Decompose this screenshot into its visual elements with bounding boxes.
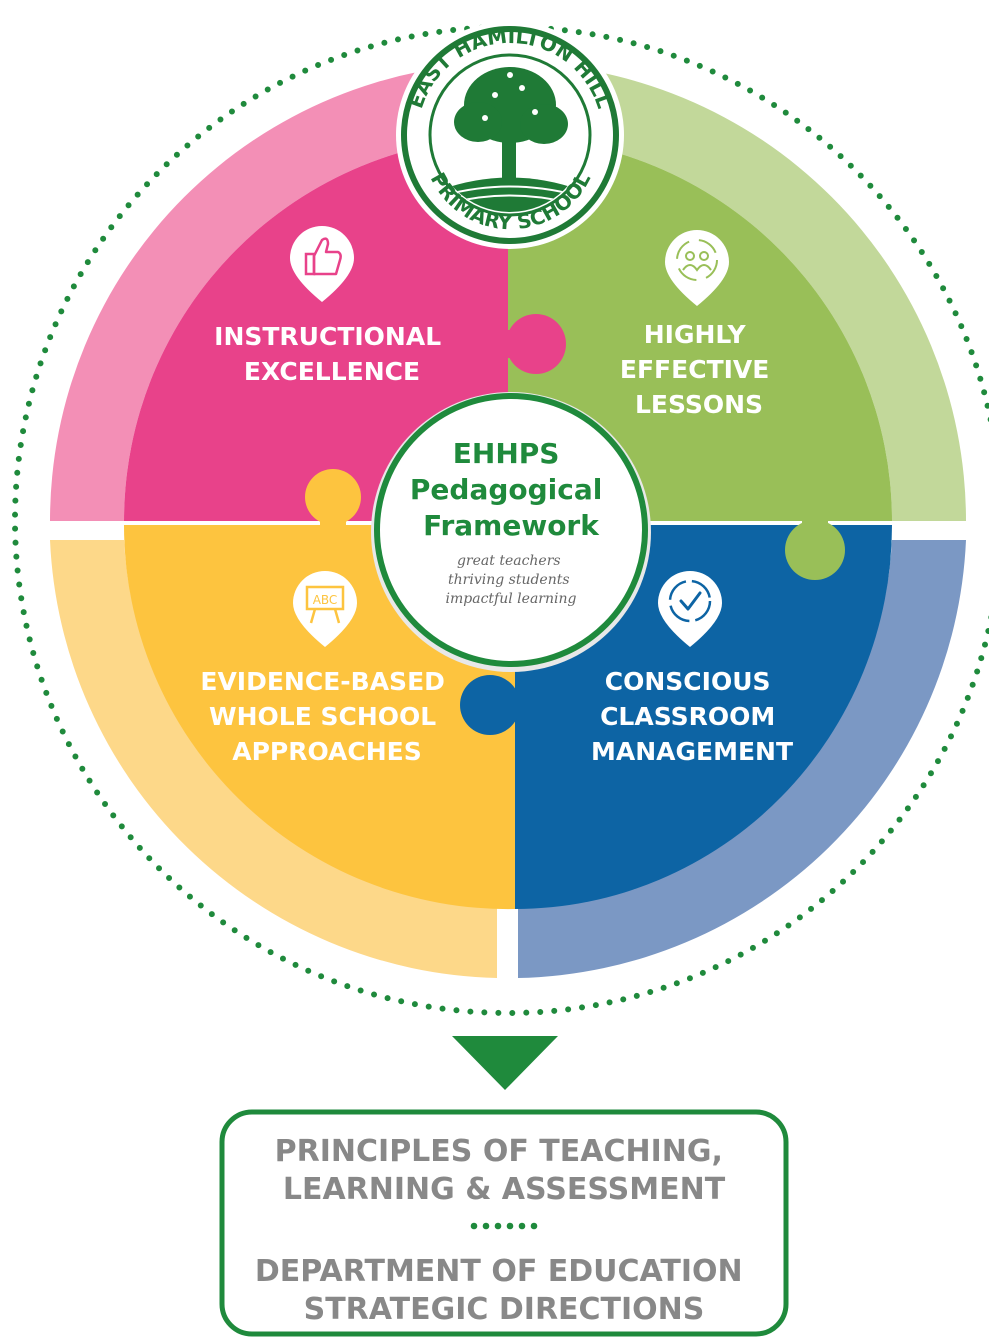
dotted-separator [470, 1222, 538, 1230]
thumbs-up-icon [290, 226, 354, 302]
quadrant-title-bottom-left: EVIDENCE-BASED WHOLE SCHOOL APPROACHES [200, 667, 453, 766]
quadrant-title-top-right: HIGHLY EFFECTIVE LESSONS [620, 320, 778, 419]
title-line: WHOLE SCHOOL [209, 702, 436, 731]
title-line: MANAGEMENT [591, 737, 793, 766]
svg-text:ABC: ABC [313, 593, 338, 607]
title-line: EFFECTIVE [620, 355, 769, 384]
title-line: LESSONS [635, 390, 763, 419]
group-cycle-icon [665, 230, 729, 306]
title-line: APPROACHES [232, 737, 422, 766]
title-line: INSTRUCTIONAL [214, 322, 441, 351]
hub-tag-line: thriving students [448, 572, 570, 588]
hub-circle [374, 393, 648, 667]
knob-pink-neck [500, 330, 530, 358]
quadrant-top-right [508, 137, 892, 521]
school-logo: EAST HAMILTON HILL PRIMARY SCHOOL [396, 21, 624, 249]
down-arrow-icon [452, 1036, 558, 1090]
quadrant-title-bottom-right: CONSCIOUS CLASSROOM MANAGEMENT [591, 667, 793, 766]
title-line: EVIDENCE-BASED [200, 667, 445, 696]
hub-tag-line: great teachers [457, 553, 561, 569]
check-cycle-icon [658, 571, 722, 647]
directions-text: DEPARTMENT OF EDUCATION STRATEGIC DIRECT… [255, 1254, 753, 1327]
title-line: CONSCIOUS [605, 667, 771, 696]
knob-yellow [305, 469, 361, 525]
title-line: CLASSROOM [600, 702, 775, 731]
knob-pink [506, 314, 566, 374]
abc-easel-icon: ABC [293, 571, 357, 647]
knob-green-neck [802, 515, 828, 535]
band-bottom-right [518, 540, 966, 978]
hub-title-line: Pedagogical [410, 473, 602, 506]
principles-text: PRINCIPLES OF TEACHING, LEARNING & ASSES… [275, 1134, 734, 1207]
box-line: LEARNING & ASSESSMENT [283, 1172, 726, 1207]
knob-yellow-neck [320, 500, 346, 530]
knob-green [785, 520, 845, 580]
box-line: DEPARTMENT OF EDUCATION [255, 1254, 743, 1289]
principles-box [219, 1109, 789, 1337]
knob-blue-neck [500, 692, 522, 718]
box-line: PRINCIPLES OF TEACHING, [275, 1134, 723, 1169]
knob-blue [460, 675, 520, 735]
band-bottom-left [50, 540, 497, 978]
title-line: HIGHLY [644, 320, 747, 349]
hub-title-line: EHHPS [453, 437, 560, 470]
hub-tagline: great teachers thriving students impactf… [446, 553, 577, 607]
hub-tag-line: impactful learning [446, 591, 577, 607]
title-line: EXCELLENCE [244, 357, 420, 386]
quadrant-title-top-left: INSTRUCTIONAL EXCELLENCE [214, 322, 450, 386]
quadrant-top-left [124, 137, 508, 521]
hub-title: EHHPS Pedagogical Framework [410, 437, 612, 542]
box-line: STRATEGIC DIRECTIONS [304, 1292, 705, 1327]
hub-title-line: Framework [423, 509, 600, 542]
